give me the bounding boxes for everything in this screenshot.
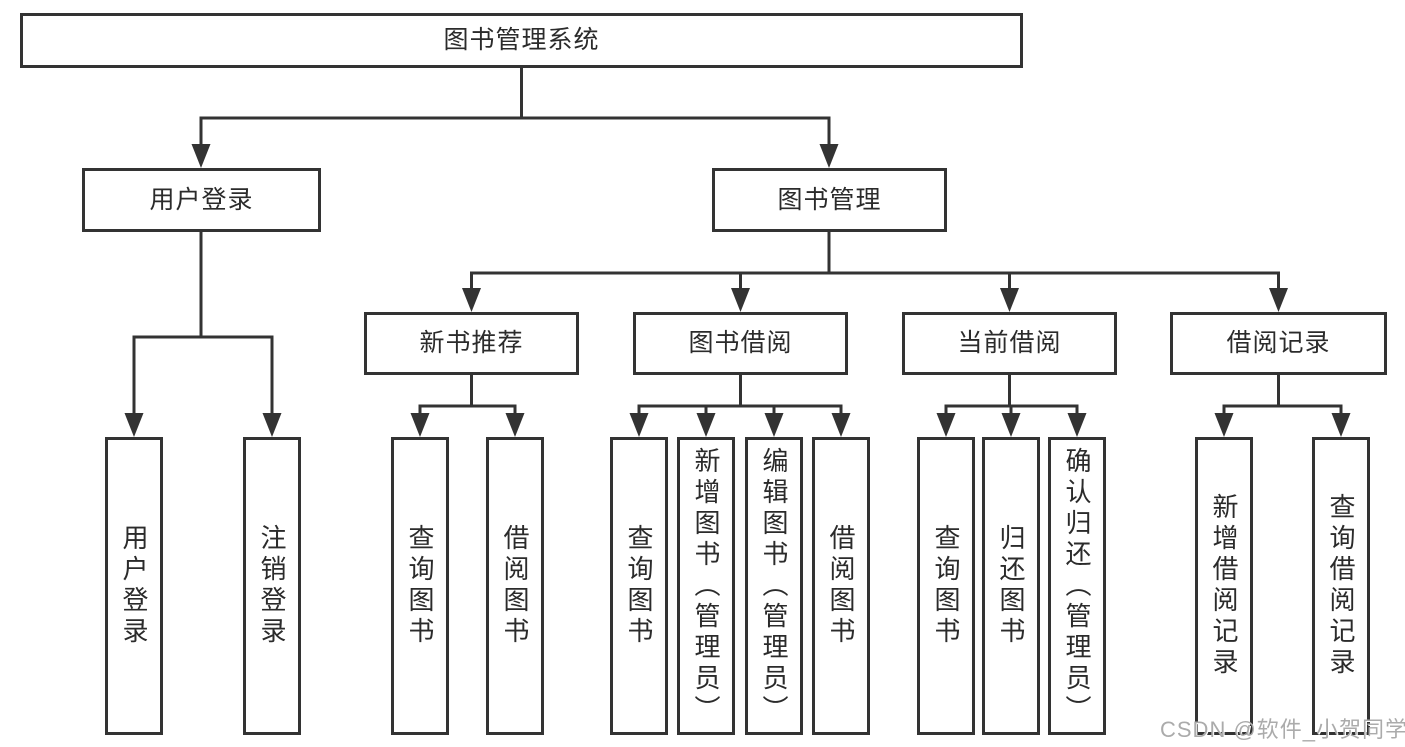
- node-leaf-add-books-admin: 新增图书（管理员）: [677, 437, 735, 735]
- node-leaf-add-borrow-record: 新增借阅记录: [1195, 437, 1253, 735]
- node-leaf-confirm-return-admin: 确认归还（管理员）: [1048, 437, 1106, 735]
- node-current-borrowing: 当前借阅: [902, 312, 1117, 375]
- node-leaf-query-books-borrow: 查询图书: [610, 437, 668, 735]
- arrowhead-icons: [124, 144, 1351, 437]
- node-new-book-recommendation: 新书推荐: [364, 312, 579, 375]
- node-leaf-logout: 注销登录: [243, 437, 301, 735]
- node-book-management: 图书管理: [712, 168, 947, 232]
- node-user-login: 用户登录: [82, 168, 321, 232]
- node-leaf-edit-books-admin: 编辑图书（管理员）: [745, 437, 803, 735]
- node-book-borrowing: 图书借阅: [633, 312, 848, 375]
- node-leaf-return-books: 归还图书: [982, 437, 1040, 735]
- node-borrowing-records: 借阅记录: [1170, 312, 1387, 375]
- node-library-management-system: 图书管理系统: [20, 13, 1023, 68]
- node-leaf-query-borrow-record: 查询借阅记录: [1312, 437, 1370, 735]
- node-leaf-borrow-books: 借阅图书: [812, 437, 870, 735]
- csdn-watermark: CSDN @软件_小贺同学: [1160, 717, 1405, 742]
- node-leaf-borrow-books-recommend: 借阅图书: [486, 437, 544, 735]
- node-leaf-query-books-current: 查询图书: [917, 437, 975, 735]
- node-leaf-query-books-recommend: 查询图书: [391, 437, 449, 735]
- node-leaf-user-login: 用户登录: [105, 437, 163, 735]
